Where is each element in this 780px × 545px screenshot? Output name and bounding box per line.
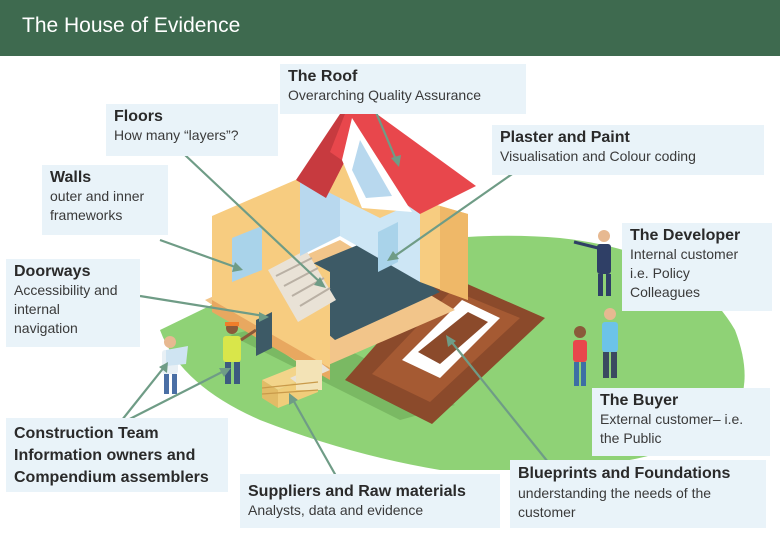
arrow-blueprints [449,339,549,463]
label-floors-heading: Floors [114,108,163,125]
label-suppliers-heading: Suppliers and Raw materials [248,483,466,500]
label-plaster-desc: Visualisation and Colour coding [500,148,696,164]
title-bar: The House of Evidence [0,0,780,56]
label-construction-heading: Construction Team Information owners and… [14,425,209,486]
label-buyer-heading: The Buyer [600,392,679,409]
label-floors: Floors How many “layers”? [106,104,278,156]
house-illustration [117,96,745,484]
house-scene [0,56,780,540]
label-doorways-heading: Doorways [14,263,91,280]
arrow-walls-head [232,262,243,272]
buyer-figure-woman [573,326,587,386]
right-wall-shade [440,206,468,300]
material-pallets [261,360,330,408]
buyer-figure-man [602,308,618,378]
wall-doorway [256,312,272,356]
label-blueprints-desc: understanding the needs of the customer [518,485,712,520]
page-title: The House of Evidence [22,14,241,37]
label-roof-heading: The Roof [288,68,358,85]
label-buyer: The Buyer External customer– i.e. the Pu… [592,388,770,456]
arrows [117,109,549,484]
label-walls: Walls outer and inner frameworks [42,165,168,235]
arrow-blueprints-head [446,335,456,347]
roof-gable-window [352,140,392,198]
label-blueprints-heading: Blueprints and Foundations [518,465,731,482]
stairs-lines [275,257,331,307]
arrow-plaster [391,171,516,259]
label-blueprints: Blueprints and Foundations understanding… [510,460,766,528]
label-suppliers-desc: Analysts, data and evidence [248,502,424,518]
label-plaster-heading: Plaster and Paint [500,129,630,146]
label-developer-heading: The Developer [630,227,741,244]
arrow-construction-2-head [219,368,231,377]
arrow-floors [184,154,323,285]
label-construction: Construction Team Information owners and… [6,418,228,492]
arrow-suppliers-head [289,393,298,405]
label-floors-desc: How many “layers”? [114,127,239,143]
label-developer-desc: Internal customer i.e. Policy Colleagues [630,246,739,300]
arrow-construction-2 [117,369,227,426]
foundation-core [418,312,488,364]
roof [330,96,476,214]
arrow-roof [373,109,399,163]
label-walls-heading: Walls [50,169,92,186]
arrow-suppliers [291,397,341,484]
arrow-doorways [139,294,265,318]
label-buyer-desc: External customer– i.e. the Public [600,411,744,446]
worker-with-plans [162,336,188,394]
label-doorways-desc: Accessibility and internal navigation [14,282,118,336]
label-doorways: Doorways Accessibility and internal navi… [6,259,140,347]
arrow-doorways-head [259,312,269,322]
arrow-plaster-head [387,251,399,261]
label-suppliers: Suppliers and Raw materials Analysts, da… [240,474,500,528]
developer-figure [573,230,611,296]
arrow-floors-head [314,277,326,288]
stairs [268,250,336,322]
label-developer: The Developer Internal customer i.e. Pol… [622,223,772,311]
arrow-construction-1 [117,365,166,426]
label-walls-desc: outer and inner frameworks [50,188,145,223]
arrow-construction-1-head [159,362,168,373]
label-roof-desc: Overarching Quality Assurance [288,87,481,103]
worker-hivis [223,322,257,384]
roof-gable [342,118,412,212]
arrow-roof-head [391,155,401,167]
arrow-walls [159,238,239,270]
label-roof: The Roof Overarching Quality Assurance [280,64,526,114]
label-plaster: Plaster and Paint Visualisation and Colo… [492,125,764,175]
